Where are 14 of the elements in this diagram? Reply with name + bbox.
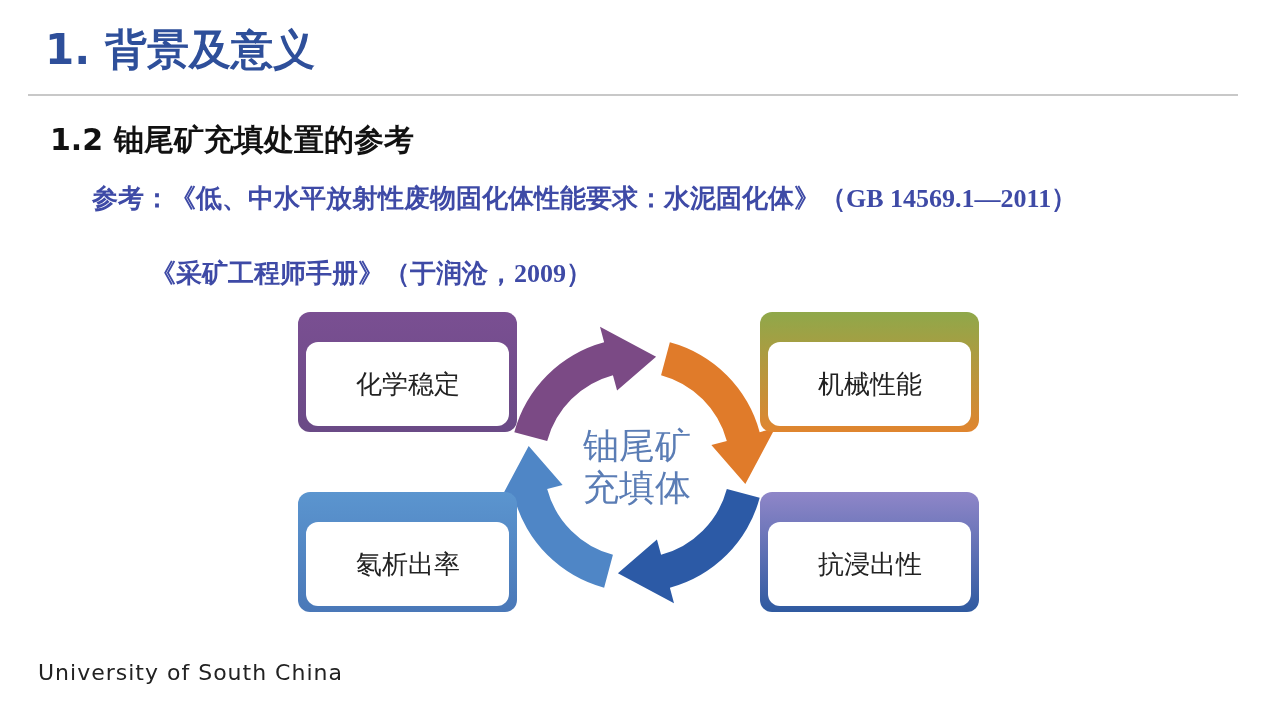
category-card: [760, 312, 979, 432]
category-card: [760, 492, 979, 612]
category-label: 化学稳定: [306, 342, 509, 426]
category-label: 机械性能: [768, 342, 971, 426]
reference-text: 《采矿工程师手册》（于润沧，2009）: [150, 258, 592, 290]
category-card: [298, 312, 517, 432]
category-card: [298, 492, 517, 612]
center-text: 铀尾矿充填体: [577, 425, 697, 509]
category-label: 氡析出率: [306, 522, 509, 606]
category-label: 抗浸出性: [768, 522, 971, 606]
footer-text: University of South China: [38, 660, 343, 685]
reference-text: 参考：《低、中水平放射性废物固化体性能要求：水泥固化体》（GB 14569.1—2011）: [92, 183, 1079, 215]
section-heading: 1.2 铀尾矿充填处置的参考: [50, 121, 414, 159]
slide-title: 1. 背景及意义: [45, 24, 315, 76]
